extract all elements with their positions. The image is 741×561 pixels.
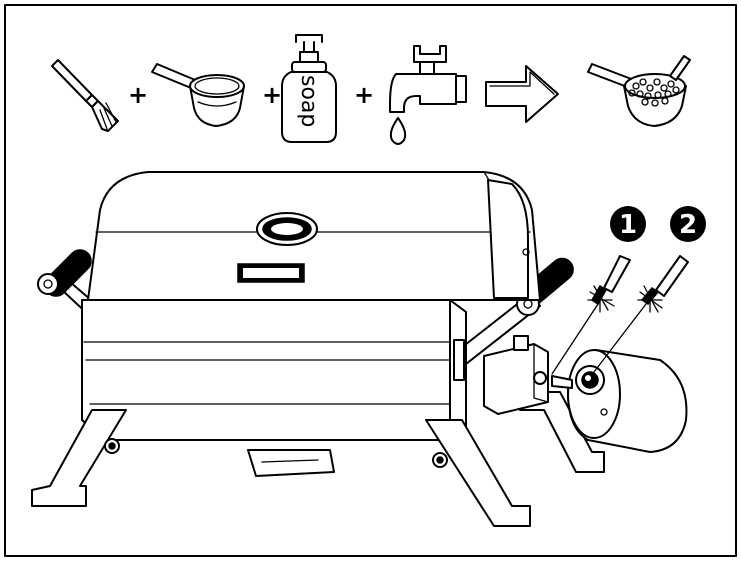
- plus-sign: +: [262, 81, 282, 109]
- brush-in-soapy-water-icon: [587, 55, 691, 127]
- soap-label: soap: [296, 75, 321, 127]
- arrow-right-icon: [485, 65, 559, 123]
- regulator-valve-box: [483, 335, 549, 415]
- grease-tray: [247, 449, 335, 477]
- plus-sign: +: [354, 81, 374, 109]
- propane-cylinder: [551, 349, 688, 453]
- frame-border: [4, 4, 737, 557]
- portable-grill: [31, 171, 688, 527]
- cleaning-brush-1: [551, 255, 631, 375]
- front-left-leg: [31, 409, 127, 507]
- step-2-marker: 2: [670, 206, 706, 242]
- grill-base: [81, 299, 467, 441]
- step-2-badge-number: 2: [679, 210, 697, 240]
- pot-icon: [151, 63, 245, 127]
- front-right-leg: [425, 419, 531, 527]
- step-1-marker: 1: [610, 206, 646, 242]
- step-1-badge-number: 1: [619, 210, 637, 240]
- water-tap-icon: [389, 45, 467, 145]
- cleaning-brush-2: [593, 255, 689, 373]
- plus-sign: +: [128, 81, 148, 109]
- brush-icon: [51, 59, 119, 132]
- soap-bottle-icon: soap: [281, 34, 337, 143]
